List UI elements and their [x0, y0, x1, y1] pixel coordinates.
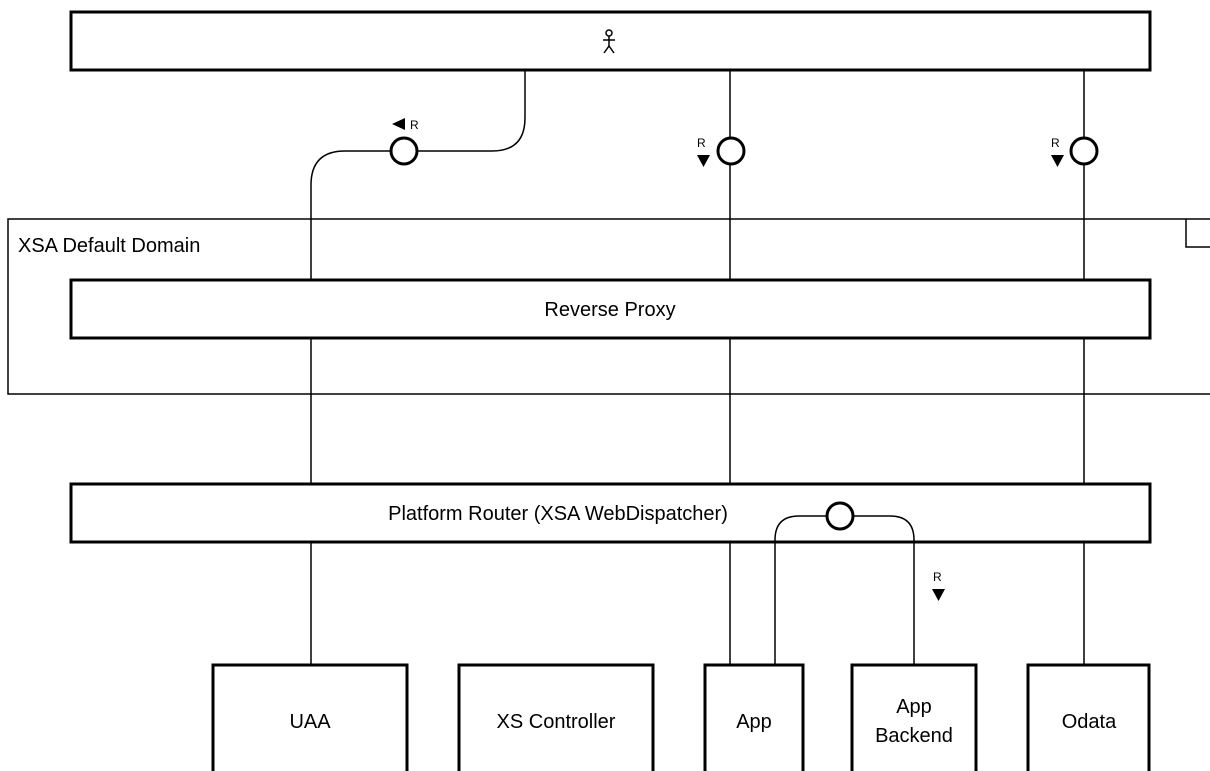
- request-marker-backend: R: [932, 570, 945, 601]
- app-backend-box: App Backend: [850, 663, 978, 771]
- request-markers: R R R R: [392, 118, 1064, 601]
- domain-label: XSA Default Domain: [18, 235, 200, 257]
- platform-router-box: Platform Router (XSA WebDispatcher): [69, 482, 1152, 544]
- odata-label: Odata: [1062, 711, 1117, 733]
- app-backend-interface: [825, 501, 855, 531]
- arrow-down-icon: [1051, 155, 1064, 167]
- platform-router-label: Platform Router (XSA WebDispatcher): [388, 503, 728, 525]
- request-marker-left: R: [392, 118, 419, 132]
- xs-controller-box: XS Controller: [457, 663, 655, 771]
- request-marker-app: R: [697, 136, 710, 167]
- app-backend-label-line2: Backend: [875, 725, 953, 747]
- request-marker-label: R: [697, 136, 706, 150]
- request-marker-label: R: [410, 118, 419, 132]
- app-backend-label-line1: App: [896, 696, 932, 718]
- app-interface: [716, 136, 746, 166]
- app-box: App: [703, 663, 805, 771]
- arrow-left-icon: [392, 118, 405, 130]
- uaa-box: UAA: [211, 663, 409, 771]
- app-label: App: [736, 711, 772, 733]
- uaa-interface: [389, 136, 419, 166]
- request-marker-label: R: [1051, 136, 1060, 150]
- odata-interface: [1069, 136, 1099, 166]
- xs-controller-label: XS Controller: [497, 711, 616, 733]
- interfaces: [389, 136, 1099, 531]
- odata-box: Odata: [1026, 663, 1151, 771]
- reverse-proxy-label: Reverse Proxy: [544, 299, 675, 321]
- actor-bar: [69, 10, 1152, 72]
- request-marker-label: R: [933, 570, 942, 584]
- request-marker-odata: R: [1051, 136, 1064, 167]
- arrow-down-icon: [697, 155, 710, 167]
- stick-figure-icon: [603, 29, 615, 54]
- uaa-label: UAA: [289, 711, 331, 733]
- arrow-down-icon: [932, 589, 945, 601]
- reverse-proxy-box: Reverse Proxy: [69, 278, 1152, 340]
